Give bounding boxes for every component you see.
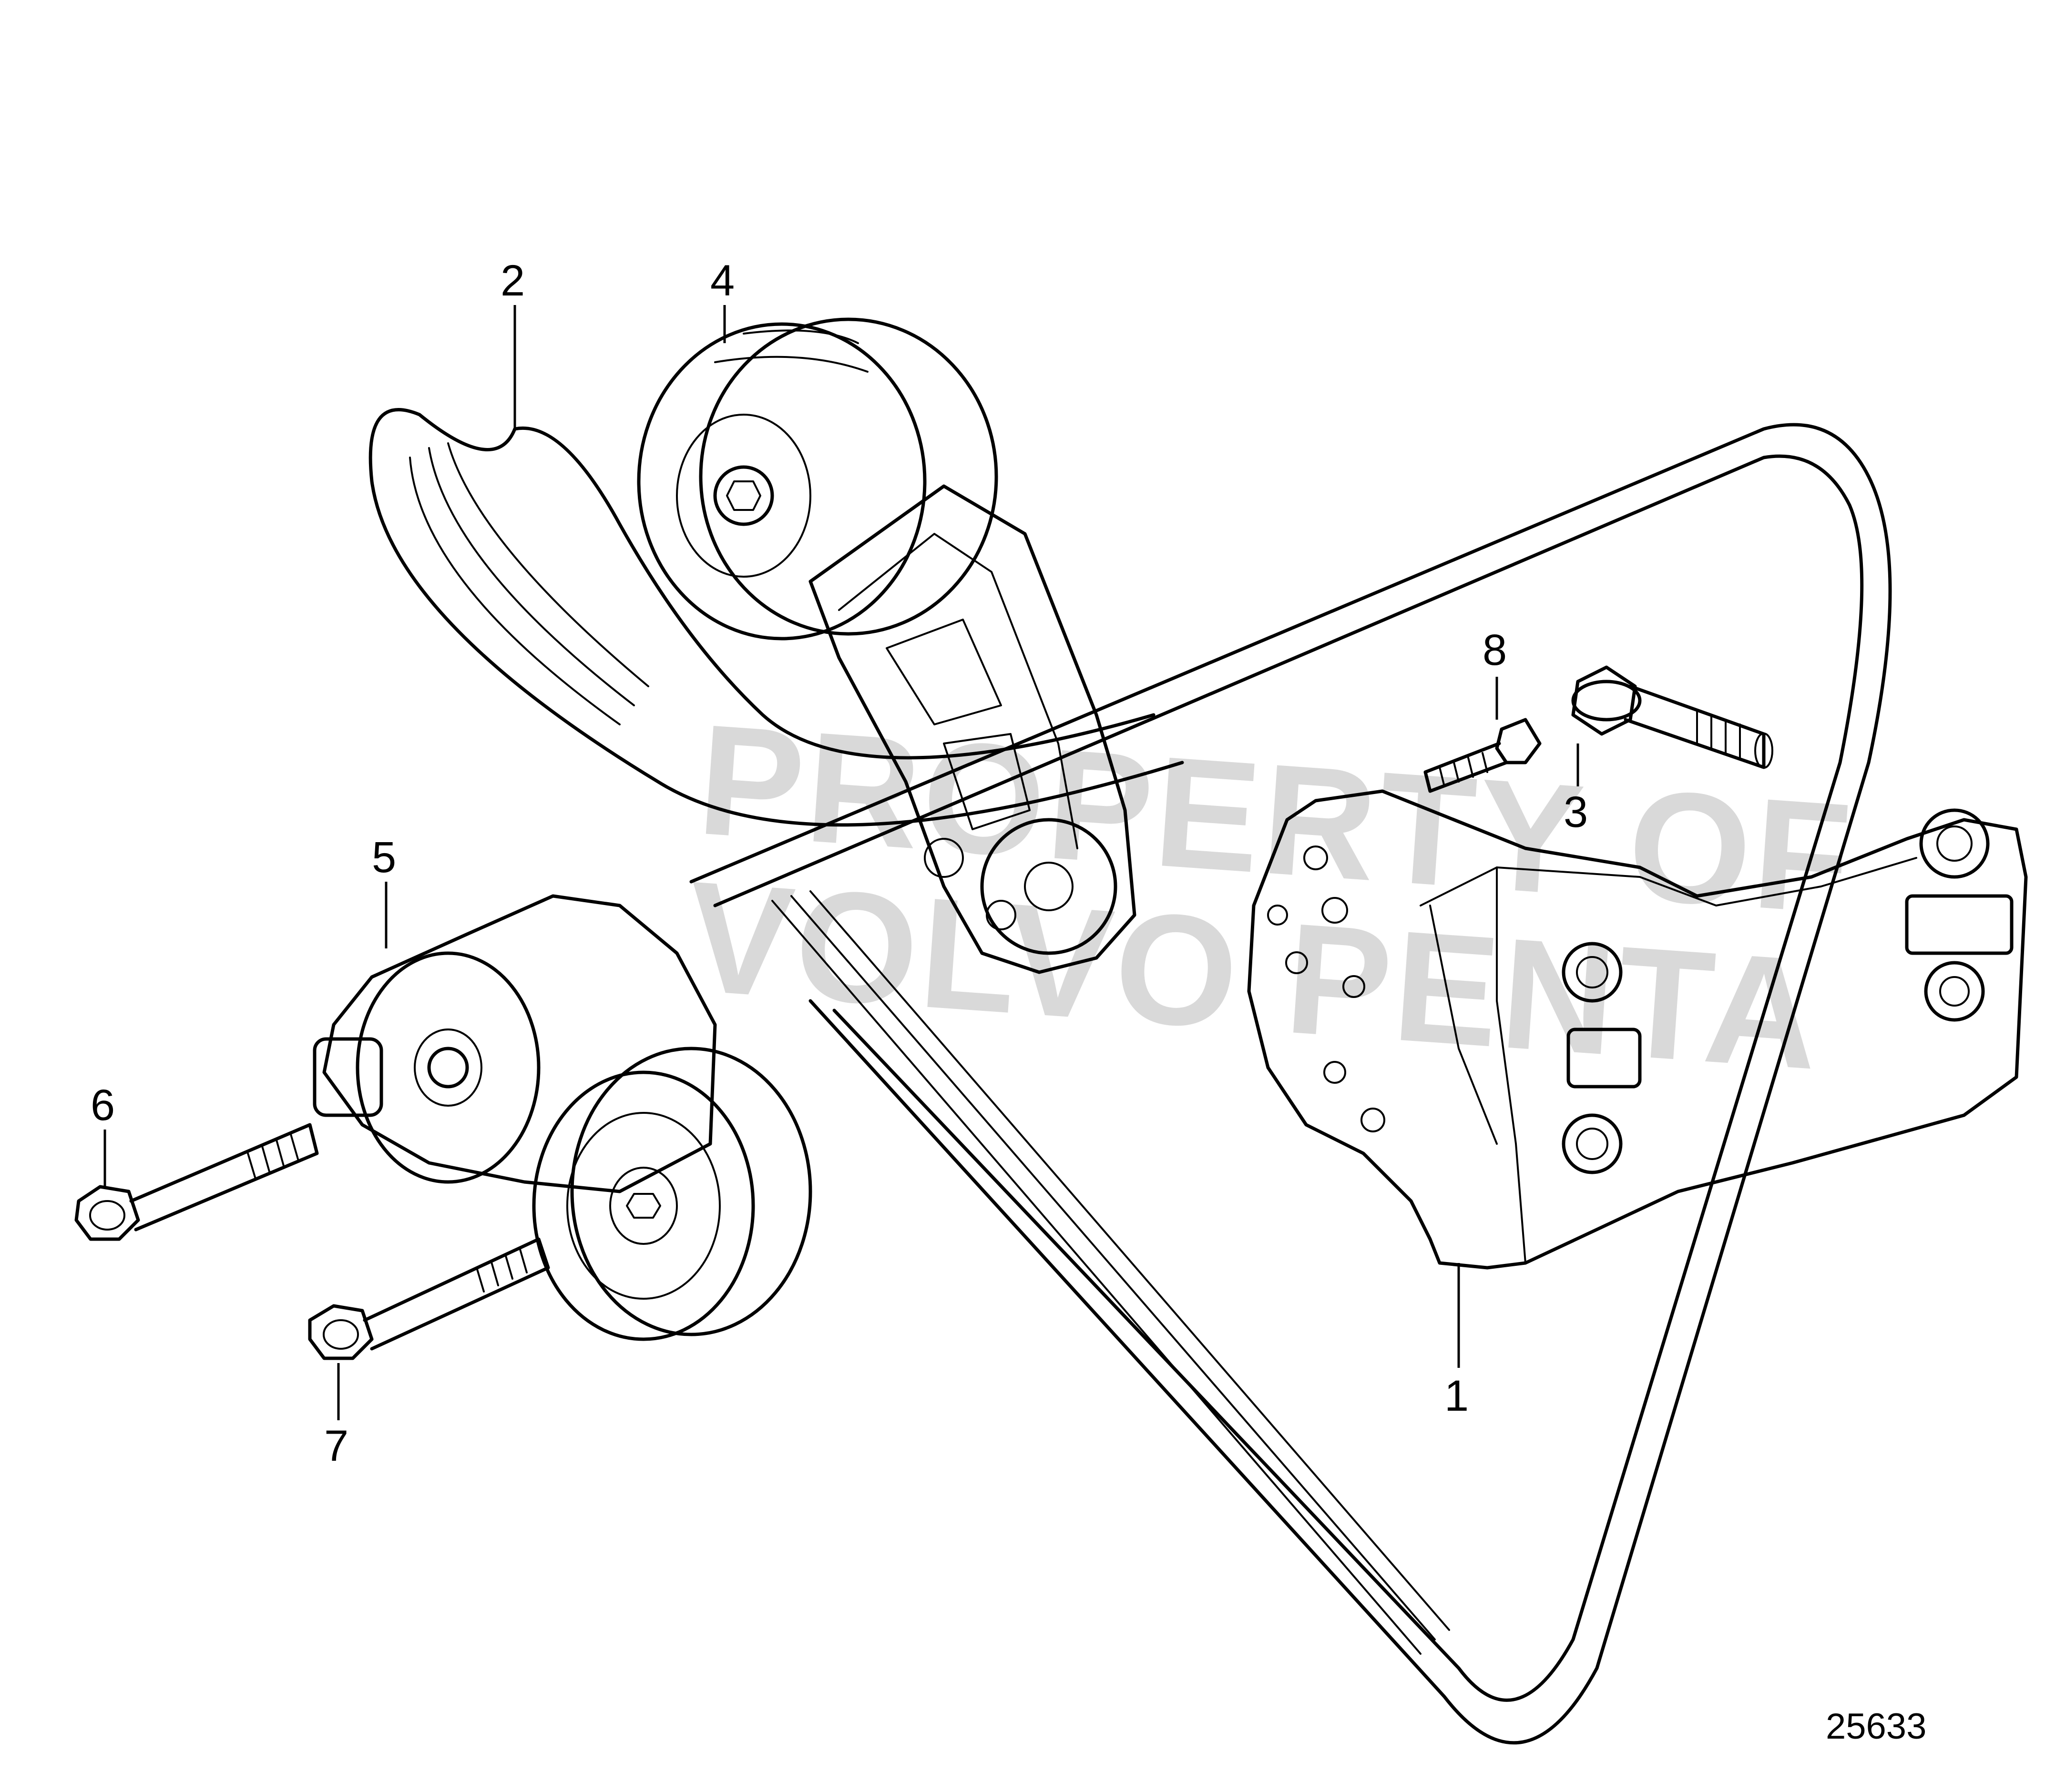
bolt-6 [74, 1123, 319, 1241]
callout-6: 6 [91, 1081, 115, 1130]
mounting-bracket [1247, 789, 2028, 1270]
leader-lines [103, 305, 1579, 1420]
callout-4: 4 [710, 256, 735, 305]
callout-1: 1 [1444, 1372, 1469, 1420]
bolt-7 [308, 1237, 550, 1360]
idler-pulley-with-arm [637, 317, 1136, 974]
guide-pulley [532, 1047, 812, 1341]
callout-8: 8 [1483, 626, 1507, 674]
callout-5: 5 [372, 833, 396, 882]
belt-tensioner [313, 894, 717, 1193]
long-ribbed-belt [689, 423, 1892, 1745]
watermark: PROPERTY OF VOLVO PENTA [682, 691, 1859, 1102]
callout-2: 2 [501, 256, 525, 305]
callout-3: 3 [1564, 788, 1588, 836]
bolt-8 [1423, 718, 1542, 793]
drawing-number: 25633 [1826, 1706, 1926, 1747]
short-ribbed-belt [368, 408, 1184, 827]
callout-7: 7 [324, 1422, 348, 1470]
bolt-3 [1571, 665, 1773, 769]
